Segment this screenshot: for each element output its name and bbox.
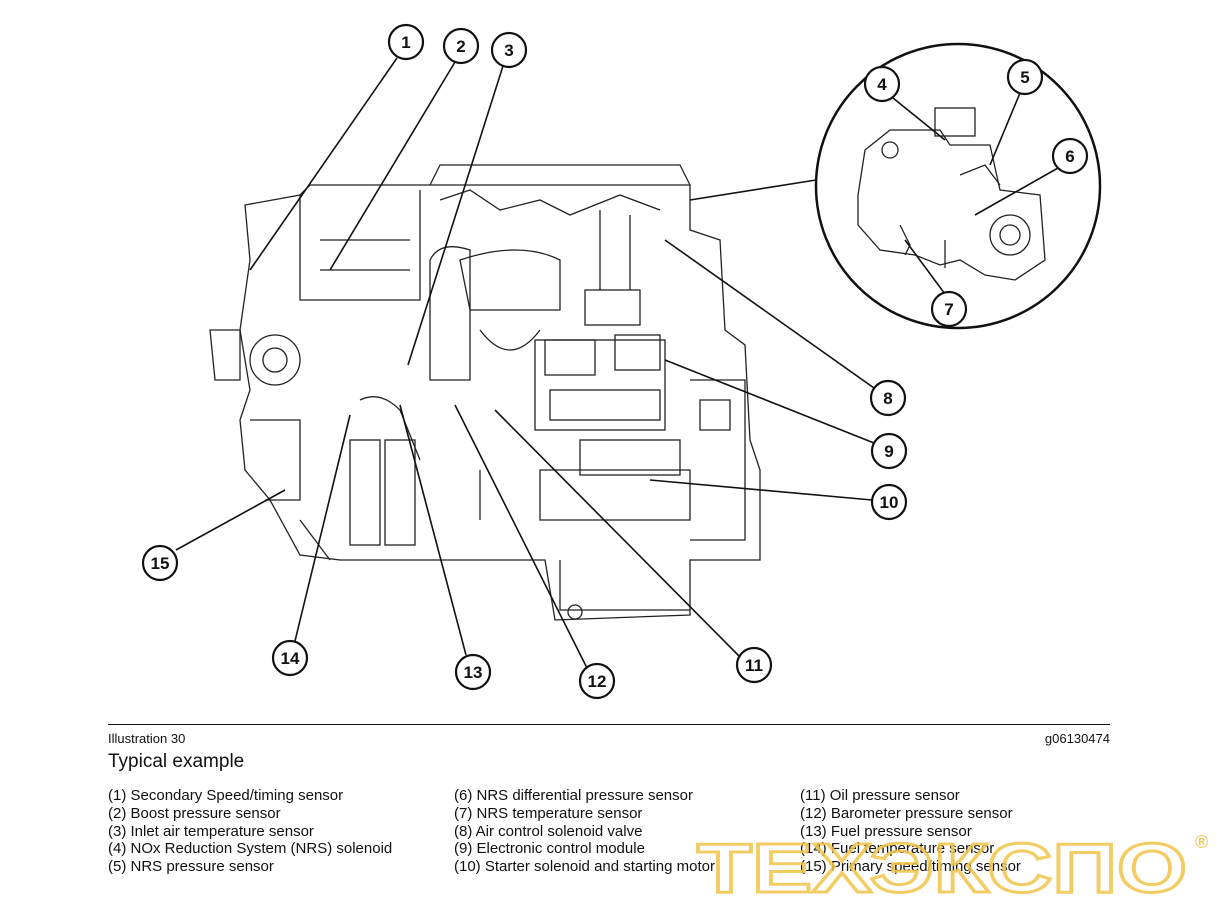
callout-5: 5 [1006,58,1044,96]
nrs-inset-detail [689,42,1102,330]
callout-9: 9 [870,432,908,470]
svg-text:3: 3 [504,41,513,60]
engine-drawing [209,164,761,621]
watermark-registered-mark: ® [1195,832,1208,852]
callout-8: 8 [869,379,907,417]
figure-caption: Typical example [108,751,245,772]
svg-text:12: 12 [588,672,607,691]
legend-item: (12) Barometer pressure sensor [800,804,1013,822]
svg-text:2: 2 [456,37,465,56]
illustration-label: Illustration 30 [108,731,186,746]
callout-13: 13 [454,653,492,691]
svg-text:6: 6 [1065,147,1074,166]
legend-item: (11) Oil pressure sensor [800,787,960,804]
legend-item: (1) Secondary Speed/timing sensor [108,787,344,804]
svg-text:11: 11 [745,656,763,675]
callout-4: 4 [863,65,901,103]
legend-item: (15) Primary speed/timing sensor [800,858,1021,876]
callout-15: 15 [141,544,179,582]
legend-item: (4) NOx Reduction System (NRS) solenoid [108,840,393,858]
legend-item: (2) Boost pressure sensor [108,804,281,822]
svg-text:7: 7 [944,300,953,319]
callout-10: 10 [870,483,908,521]
legend-item: (3) Inlet air temperature sensor [108,822,314,840]
leader-lines [175,57,1059,671]
callout-1: 1 [387,23,425,61]
svg-text:1: 1 [401,33,410,52]
legend-item: (5) NRS pressure sensor [108,858,274,876]
callout-11: 11 [735,646,773,684]
svg-text:9: 9 [884,442,893,461]
svg-text:13: 13 [464,663,483,682]
legend-item: (6) NRS differential pressure sensor [454,787,693,804]
svg-text:15: 15 [151,554,170,573]
callout-6: 6 [1051,137,1089,175]
legend-column-3: (11) Oil pressure sensor (12) Barometer … [800,787,1021,876]
caption-divider [108,724,1110,725]
svg-text:10: 10 [880,493,899,512]
legend-item: (7) NRS temperature sensor [454,804,643,822]
illustration-code: g06130474 [1044,731,1110,746]
legend-column-2: (6) NRS differential pressure sensor (7)… [454,787,715,876]
engine-sensor-diagram: 1 2 3 4 5 6 7 8 9 10 11 12 13 14 15 [141,23,1102,700]
callout-14: 14 [271,639,309,677]
legend-item: (10) Starter solenoid and starting motor [454,858,715,876]
svg-text:4: 4 [877,75,887,94]
legend-item: (8) Air control solenoid valve [454,822,643,840]
legend-item: (9) Electronic control module [454,840,645,858]
svg-text:8: 8 [883,389,892,408]
svg-text:5: 5 [1020,68,1029,87]
legend-item: (14) Fuel temperature sensor [800,840,995,858]
callout-7: 7 [930,290,968,328]
legend-item: (13) Fuel pressure sensor [800,822,972,840]
callout-3: 3 [490,31,528,69]
legend-column-1: (1) Secondary Speed/timing sensor (2) Bo… [108,787,392,876]
callout-2: 2 [442,27,480,65]
svg-text:14: 14 [281,649,300,668]
callout-12: 12 [578,662,616,700]
